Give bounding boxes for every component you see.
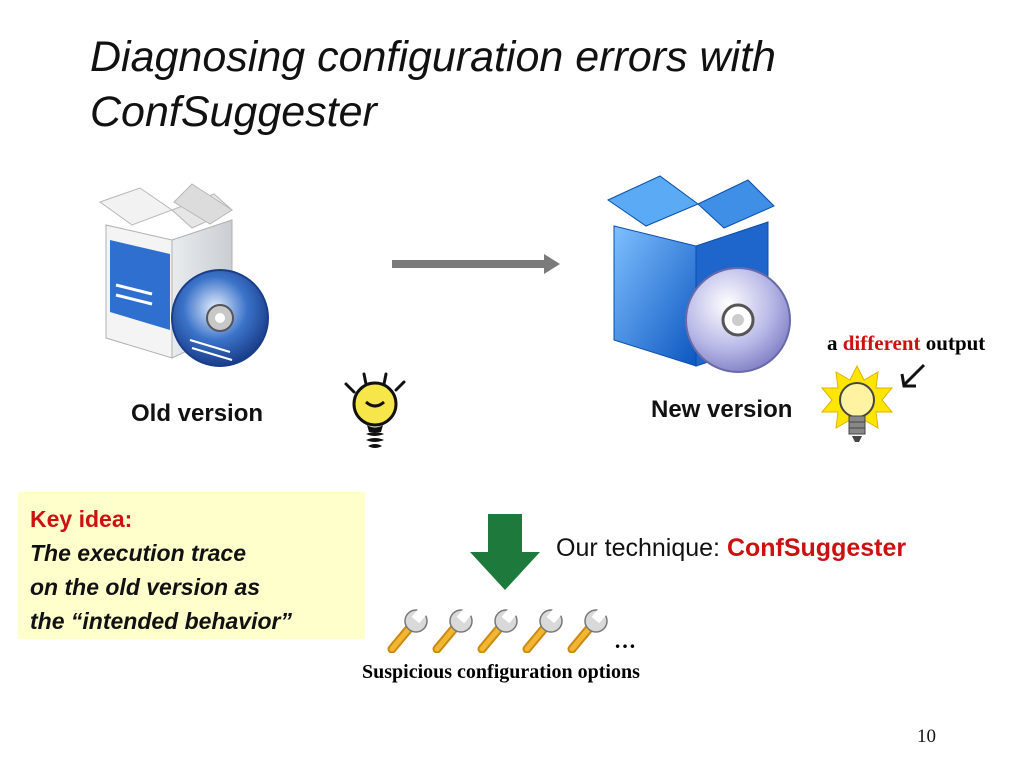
- wrench-icon: [482, 609, 517, 649]
- wrench-icon: [572, 609, 607, 649]
- key-idea-title: Key idea:: [30, 506, 133, 532]
- software-box-blue-icon: [606, 175, 791, 373]
- page-number: 10: [917, 726, 936, 747]
- key-idea-line-1: The execution trace: [30, 540, 247, 566]
- different-output-suffix: output: [920, 331, 986, 355]
- technique-label: Our technique: ConfSuggester: [556, 534, 906, 563]
- wrench-icon: [437, 609, 472, 649]
- technique-prefix: Our technique:: [556, 534, 727, 562]
- glowing-lightbulb-icon: [820, 364, 894, 442]
- wrench-row: [386, 609, 611, 653]
- key-idea-box: Key idea: The execution trace on the old…: [18, 492, 365, 639]
- different-output-note: a different output: [827, 331, 985, 356]
- more-ellipsis: …: [614, 628, 636, 653]
- software-box-icon: [98, 183, 269, 367]
- right-arrow-icon: [392, 254, 560, 274]
- down-arrow-icon: [470, 514, 540, 590]
- different-output-highlight: different: [842, 331, 921, 355]
- old-version-label: Old version: [131, 400, 264, 427]
- slide-title: Diagnosing configuration errors with Con…: [90, 33, 776, 136]
- suspicious-options-caption: Suspicious configuration options: [362, 661, 640, 683]
- technique-name: ConfSuggester: [726, 534, 907, 562]
- lightbulb-icon: [344, 372, 406, 448]
- different-output-prefix: a: [827, 331, 843, 355]
- wrench-icon: [527, 609, 562, 649]
- new-version-label: New version: [651, 396, 793, 423]
- key-idea-line-3: the “intended behavior”: [30, 608, 292, 634]
- wrench-icon: [392, 609, 427, 649]
- pointer-arrow-icon: [900, 363, 926, 388]
- key-idea-line-2: on the old version as: [30, 574, 261, 600]
